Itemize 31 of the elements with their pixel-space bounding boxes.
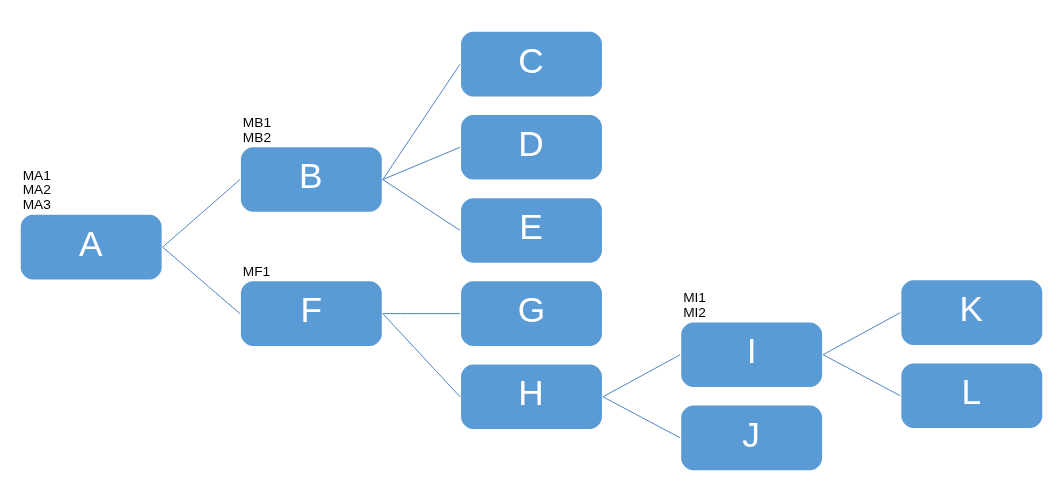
node-label: MA3 xyxy=(22,196,51,212)
node-label: MA2 xyxy=(22,181,51,197)
connector xyxy=(162,178,241,248)
connector xyxy=(602,395,681,438)
node-label: MB2 xyxy=(242,129,272,145)
node-box: C xyxy=(461,31,602,96)
connector xyxy=(162,246,241,314)
node-box: I xyxy=(681,321,823,387)
connector xyxy=(382,63,461,180)
node-box: E xyxy=(461,197,602,263)
node-label: MI1 xyxy=(683,289,706,305)
connector xyxy=(382,312,461,314)
node-label: MI2 xyxy=(683,304,706,320)
node-box: A xyxy=(20,214,162,279)
connector xyxy=(602,353,681,397)
connector xyxy=(382,312,461,397)
connector xyxy=(822,311,901,355)
node-box: B xyxy=(240,146,382,212)
connector xyxy=(382,146,461,180)
node-box: H xyxy=(461,364,602,429)
node-box: J xyxy=(681,405,823,470)
node-label: MA1 xyxy=(22,167,51,183)
node-box: G xyxy=(461,280,602,346)
node-label: MB1 xyxy=(242,114,272,130)
node-box: F xyxy=(240,280,382,346)
node-box: D xyxy=(461,114,602,180)
connector xyxy=(822,353,901,396)
connector xyxy=(382,178,461,231)
node-label: MF1 xyxy=(242,263,271,279)
node-box: K xyxy=(901,279,1043,345)
node-box: L xyxy=(901,363,1043,428)
